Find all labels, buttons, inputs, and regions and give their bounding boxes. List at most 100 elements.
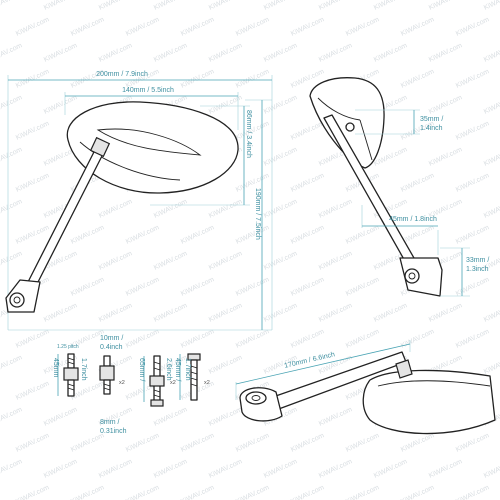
watermark-text: KiWAV.com <box>400 328 436 350</box>
watermark-text: KiWAV.com <box>235 224 271 246</box>
adapter-bottom-b: 0.31inch <box>100 428 127 435</box>
watermark-text: KiWAV.com <box>318 198 354 220</box>
watermark-text: KiWAV.com <box>43 302 79 324</box>
glass-width-label: 140mm / 5.5inch <box>122 87 174 94</box>
watermark-text: KiWAV.com <box>483 94 500 116</box>
watermark-text: KiWAV.com <box>15 224 51 246</box>
mounting-bolt <box>187 353 201 401</box>
watermark-text: KiWAV.com <box>263 458 299 480</box>
watermark-text: KiWAV.com <box>290 224 326 246</box>
watermark-text: KiWAV.com <box>15 328 51 350</box>
adapter-top-b: 0.4inch <box>100 344 123 351</box>
watermark-text: KiWAV.com <box>455 120 491 142</box>
watermark-text: KiWAV.com <box>235 432 271 454</box>
watermark-text: KiWAV.com <box>235 16 271 38</box>
hardware-parts: 1.25 pitch 45mm 1.7inch 10mm / 0.4inch x… <box>52 335 210 435</box>
watermark-text: KiWAV.com <box>483 146 500 168</box>
base-height-label-b: 1.3inch <box>466 266 489 273</box>
watermark-text: KiWAV.com <box>455 224 491 246</box>
watermark-text: KiWAV.com <box>0 354 24 376</box>
watermark-text: KiWAV.com <box>400 68 436 90</box>
base-bolt-bottom <box>245 391 267 405</box>
long-bolt-qty: x2 <box>170 380 176 386</box>
watermark-text: KiWAV.com <box>98 302 134 324</box>
bottom-view: 170mm / 6.6inch <box>235 340 496 435</box>
base-bolt-front <box>9 292 25 308</box>
watermark-text: KiWAV.com <box>483 458 500 480</box>
watermark-text: KiWAV.com <box>345 328 381 350</box>
watermark-text: KiWAV.com <box>263 42 299 64</box>
threaded-stud <box>63 353 79 397</box>
watermark-text: KiWAV.com <box>373 0 409 12</box>
watermark-text: KiWAV.com <box>98 42 134 64</box>
watermark-text: KiWAV.com <box>43 0 79 12</box>
watermark-text: KiWAV.com <box>208 458 244 480</box>
watermark-text: KiWAV.com <box>455 172 491 194</box>
watermark-text: KiWAV.com <box>345 16 381 38</box>
watermark-text: KiWAV.com <box>0 250 24 272</box>
watermark-text: KiWAV.com <box>483 302 500 324</box>
watermark-text: KiWAV.com <box>235 68 271 90</box>
adapter-nut <box>99 355 115 395</box>
watermark-text: KiWAV.com <box>290 172 326 194</box>
watermark-text: KiWAV.com <box>15 484 51 500</box>
watermark-text: KiWAV.com <box>125 432 161 454</box>
watermark-text: KiWAV.com <box>263 250 299 272</box>
stud-length-a: 45mm <box>52 358 59 378</box>
watermark-text: KiWAV.com <box>263 146 299 168</box>
watermark-text: KiWAV.com <box>0 146 24 168</box>
watermark-text: KiWAV.com <box>235 276 271 298</box>
watermark-text: KiWAV.com <box>43 458 79 480</box>
watermark-text: KiWAV.com <box>153 406 189 428</box>
arm-length-dimension-line <box>235 343 411 385</box>
watermark-text: KiWAV.com <box>235 328 271 350</box>
watermark-text: KiWAV.com <box>345 224 381 246</box>
watermark-text: KiWAV.com <box>373 42 409 64</box>
watermark-text: KiWAV.com <box>428 0 464 12</box>
base-height-label-a: 33mm / <box>466 257 489 264</box>
bolt-length-b: 1.7inch <box>184 358 191 381</box>
watermark-text: KiWAV.com <box>125 484 161 500</box>
watermark-text: KiWAV.com <box>15 432 51 454</box>
watermark-text: KiWAV.com <box>125 16 161 38</box>
watermark-text: KiWAV.com <box>125 276 161 298</box>
watermark-text: KiWAV.com <box>0 458 24 480</box>
watermark-text: KiWAV.com <box>70 380 106 402</box>
watermark-text: KiWAV.com <box>0 406 24 428</box>
watermark-text: KiWAV.com <box>15 16 51 38</box>
watermark-text: KiWAV.com <box>455 328 491 350</box>
watermark-text: KiWAV.com <box>428 458 464 480</box>
bolt-offset-label-b: 1.4inch <box>420 125 443 132</box>
base-bolt-side <box>404 268 420 284</box>
mirror-lower-contour <box>79 141 181 181</box>
watermark-text: KiWAV.com <box>180 432 216 454</box>
watermark-text: KiWAV.com <box>290 484 326 500</box>
watermark-text: KiWAV.com <box>70 224 106 246</box>
watermark-text: KiWAV.com <box>428 94 464 116</box>
watermark-text: KiWAV.com <box>180 328 216 350</box>
mirror-face-contour <box>96 128 202 156</box>
watermark-text: KiWAV.com <box>0 0 24 12</box>
watermark-text: KiWAV.com <box>455 432 491 454</box>
watermark-text: KiWAV.com <box>483 198 500 220</box>
watermark-text: KiWAV.com <box>318 42 354 64</box>
watermark-text: KiWAV.com <box>43 94 79 116</box>
watermark-text: KiWAV.com <box>98 458 134 480</box>
watermark-text: KiWAV.com <box>43 406 79 428</box>
watermark-text: KiWAV.com <box>15 120 51 142</box>
watermark-text: KiWAV.com <box>208 42 244 64</box>
front-view: 200mm / 7.9inch 140mm / 5.5inch 86mm / 3… <box>5 71 273 331</box>
watermark-text: KiWAV.com <box>180 380 216 402</box>
watermark-text: KiWAV.com <box>208 250 244 272</box>
watermark-text: KiWAV.com <box>345 432 381 454</box>
bolt-length-a: 45mm / <box>174 358 181 381</box>
watermark-text: KiWAV.com <box>15 68 51 90</box>
watermark-text: KiWAV.com <box>98 0 134 12</box>
watermark-text: KiWAV.com <box>180 16 216 38</box>
watermark-text: KiWAV.com <box>455 276 491 298</box>
watermark-text: KiWAV.com <box>208 0 244 12</box>
overall-width-label: 200mm / 7.9inch <box>96 71 148 78</box>
watermark-text: KiWAV.com <box>373 458 409 480</box>
stud-pitch-label: 1.25 pitch <box>57 344 79 350</box>
